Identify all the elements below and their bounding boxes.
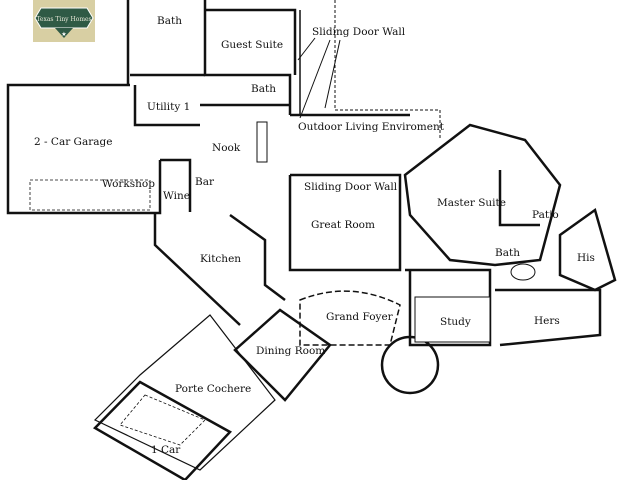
room-label: Bath bbox=[495, 247, 520, 259]
callout-arrows bbox=[297, 37, 341, 119]
room-label: Hers bbox=[534, 315, 560, 327]
room-label: Utility 1 bbox=[147, 101, 190, 113]
room-label: Great Room bbox=[311, 219, 375, 231]
room-label: Grand Foyer bbox=[326, 311, 394, 323]
logo-badge-icon: Texas Tiny Homes ★ bbox=[34, 7, 94, 38]
svg-text:Texas Tiny Homes: Texas Tiny Homes bbox=[36, 16, 91, 23]
room-label: Porte Cochere bbox=[175, 383, 251, 395]
room-label: 2 - Car Garage bbox=[34, 136, 112, 148]
room-label: Study bbox=[440, 316, 471, 328]
room-label: His bbox=[577, 252, 595, 264]
room-label: Outdoor Living Enviroment bbox=[298, 121, 445, 133]
room-label: Kitchen bbox=[200, 253, 241, 265]
svg-text:★: ★ bbox=[61, 31, 66, 38]
room-label: Sliding Door Wall bbox=[312, 26, 406, 38]
room-label: Dining Room bbox=[256, 345, 325, 357]
room-label: Nook bbox=[212, 142, 241, 154]
room-label: Wine bbox=[163, 190, 190, 202]
room-label: 1 Car bbox=[151, 444, 181, 456]
room-label: Bath bbox=[251, 83, 276, 95]
logo: Texas Tiny Homes ★ bbox=[33, 0, 95, 42]
room-label: Bath bbox=[157, 15, 182, 27]
room-label: Sliding Door Wall bbox=[304, 181, 398, 193]
room-label: Guest Suite bbox=[221, 39, 283, 51]
room-label: Bar bbox=[195, 176, 215, 188]
room-label: Patio bbox=[532, 209, 559, 221]
room-label: Workshop bbox=[102, 178, 155, 190]
room-label: Master Suite bbox=[437, 197, 506, 209]
